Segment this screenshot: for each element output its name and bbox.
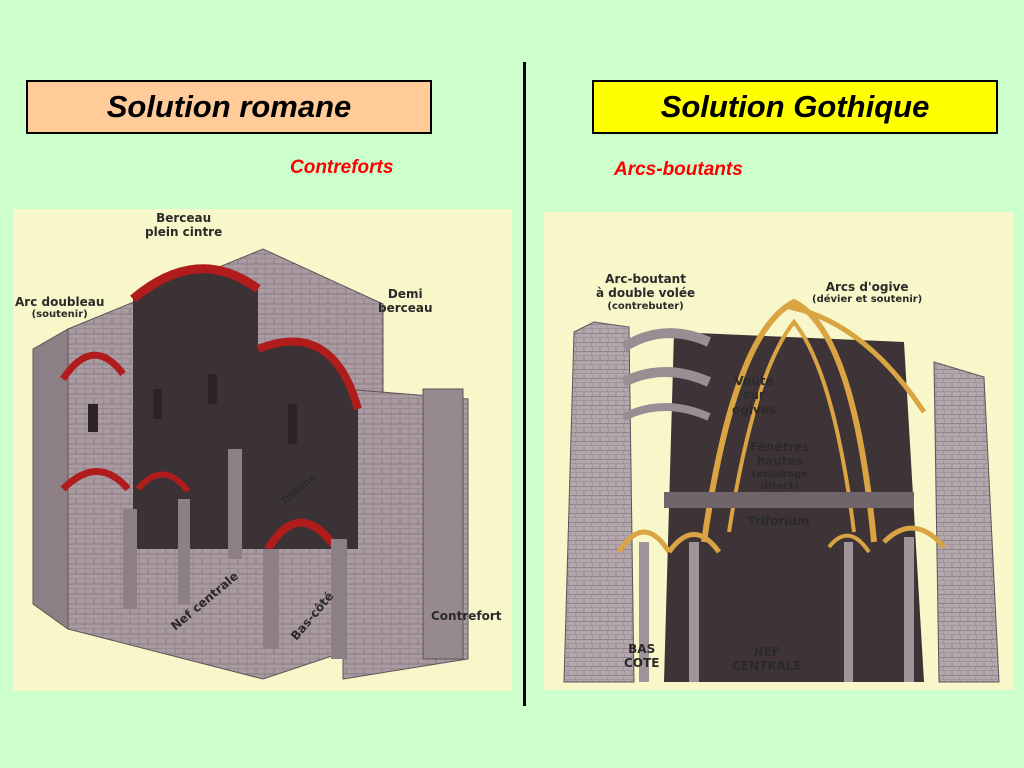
berceau-label-line2: plein cintre [145, 225, 223, 240]
voute-label-line2: sur [743, 388, 765, 403]
gothic-title: Solution Gothique [592, 80, 998, 134]
arc-boutant-label-line1: Arc-boutant [605, 272, 686, 286]
fenetres-note-line2: direct) [760, 480, 799, 492]
voute-label-line1: Voûte [734, 374, 774, 388]
bas-cote-label-line1: BAS [628, 642, 656, 656]
arcs-ogive-label-text: Arcs d'ogive [825, 280, 909, 294]
contrefort-label: Contrefort [431, 609, 502, 623]
demi-berceau-label-line1: Demi [387, 287, 423, 301]
nef-centrale-label-right: NEF CENTRALE [732, 645, 802, 674]
berceau-label-line1: Berceau [156, 211, 212, 225]
fenetres-label-line1: Fenêtres [750, 440, 810, 454]
fenetres-label-line2: hautes [756, 454, 803, 469]
arcs-ogive-label: Arcs d'ogive (dévier et soutenir) [812, 280, 922, 306]
romanesque-illustration [32, 248, 469, 680]
fenetres-label: Fenêtres hautes (éclairage direct) [750, 440, 809, 493]
center-divider [523, 62, 526, 706]
voute-label-line3: ogives [732, 402, 777, 417]
fenetres-note-line1: (éclairage [751, 468, 808, 480]
romanesque-subtitle: Contreforts [290, 157, 394, 178]
gothic-title-text: Solution Gothique [660, 89, 930, 124]
gothic-diagram: Arc-boutant à double volée (contrebuter)… [544, 212, 1014, 690]
arc-boutant-label-line2: à double volée [596, 286, 696, 301]
voute-label: Voûte sur ogives [732, 374, 776, 417]
romanesque-diagram: Berceau plein cintre Arc doubleau (soute… [13, 209, 512, 691]
bas-cote-label-right: BAS COTE [624, 642, 659, 671]
gothic-illustration [563, 298, 1000, 683]
gothic-subtitle: Arcs-boutants [614, 159, 743, 180]
arc-doubleau-note: (soutenir) [31, 309, 88, 321]
arc-boutant-label: Arc-boutant à double volée (contrebuter) [596, 272, 695, 313]
arc-boutant-note: (contrebuter) [607, 300, 684, 312]
demi-berceau-label-line2: berceau [378, 301, 433, 316]
arc-doubleau-label-text: Arc doubleau [15, 295, 105, 309]
bas-cote-label-line2: COTE [624, 656, 660, 671]
arcs-ogive-note: (dévier et soutenir) [812, 294, 923, 306]
demi-berceau-label: Demi berceau [378, 287, 433, 316]
romanesque-title: Solution romane [26, 80, 432, 134]
berceau-label: Berceau plein cintre [145, 211, 222, 240]
triforium-label: Triforium [748, 514, 810, 528]
romanesque-title-text: Solution romane [106, 89, 352, 124]
arc-doubleau-label: Arc doubleau (soutenir) [15, 295, 104, 321]
nef-centrale-label-line1: NEF [753, 645, 781, 659]
nef-centrale-label-line2: CENTRALE [732, 659, 802, 674]
